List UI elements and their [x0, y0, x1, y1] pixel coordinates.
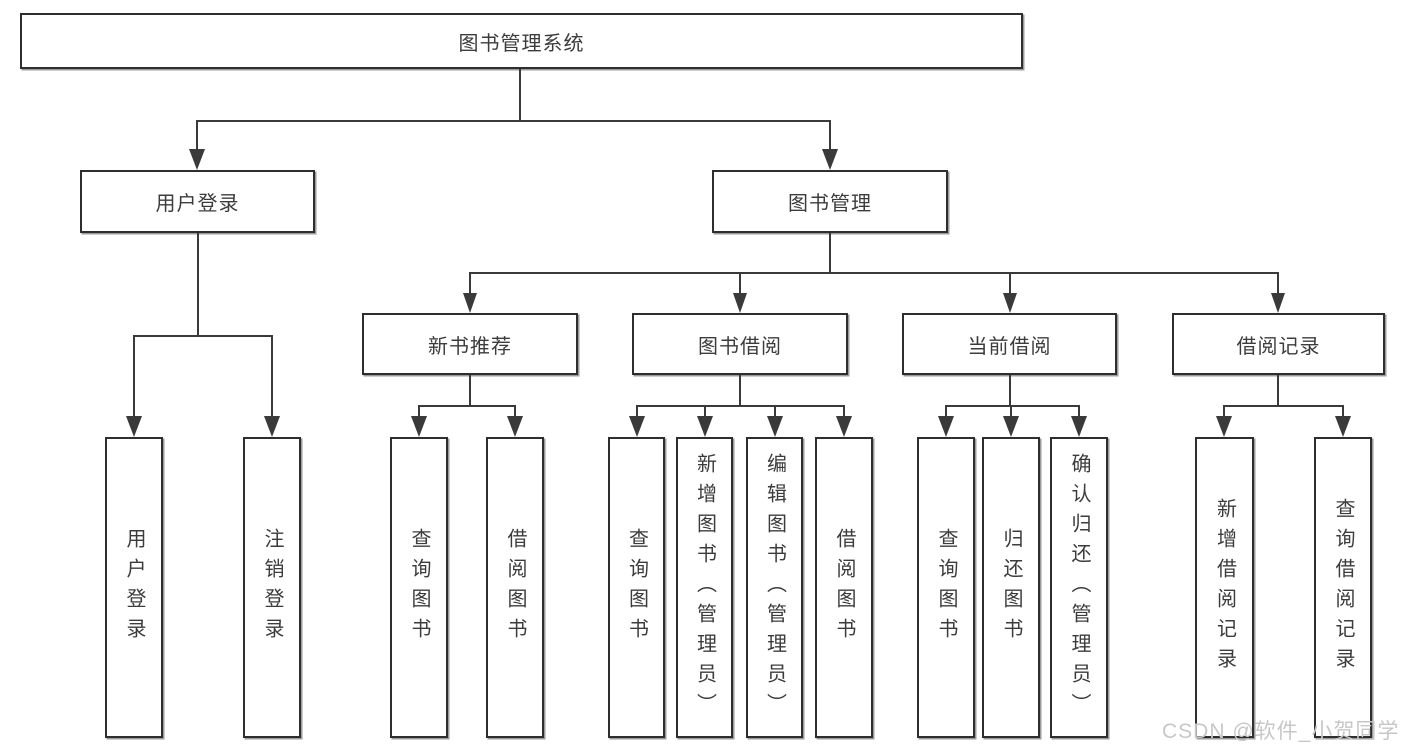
- connector-line: [418, 405, 420, 418]
- connector-line: [704, 405, 706, 418]
- node-current-borrow: 当前借阅: [902, 313, 1117, 375]
- connector-line: [945, 405, 947, 418]
- node-root: 图书管理系统: [20, 13, 1023, 69]
- connector-line: [1078, 405, 1080, 418]
- leaf-borrow-query-book-label: 查询图书: [625, 527, 648, 648]
- connector-line: [196, 120, 198, 151]
- connector-line: [1223, 405, 1344, 407]
- node-borrow-record-label: 借阅记录: [1236, 335, 1321, 358]
- node-user-login: 用户登录: [80, 170, 315, 233]
- connector-line: [469, 375, 471, 407]
- node-book-management: 图书管理: [712, 170, 948, 233]
- leaf-borrow-borrow-book-label: 借阅图书: [833, 527, 855, 648]
- node-book-borrow-label: 图书借阅: [698, 335, 782, 358]
- connector-line: [1277, 272, 1279, 296]
- arrow-down-icon: [264, 416, 280, 437]
- connector-line: [469, 272, 1279, 274]
- leaf-newbook-borrow-book: 借阅图书: [486, 437, 544, 738]
- leaf-newbook-borrow-book-label: 借阅图书: [504, 527, 526, 648]
- connector-line: [829, 120, 831, 151]
- connector-line: [739, 375, 741, 407]
- leaf-query-borrow-record: 查询借阅记录: [1314, 437, 1372, 738]
- connector-line: [133, 335, 135, 417]
- node-borrow-record: 借阅记录: [1172, 313, 1385, 375]
- connector-line: [829, 233, 831, 274]
- connector-line: [843, 405, 845, 418]
- leaf-borrow-borrow-book: 借阅图书: [815, 437, 873, 738]
- connector-line: [636, 405, 638, 418]
- connector-line: [514, 405, 516, 418]
- arrow-down-icon: [629, 416, 645, 437]
- connector-line: [1223, 405, 1225, 418]
- connector-line: [418, 405, 516, 407]
- connector-line: [197, 120, 831, 122]
- connector-line: [1009, 375, 1011, 407]
- arrow-down-icon: [697, 416, 713, 437]
- connector-line: [519, 69, 521, 120]
- arrow-down-icon: [463, 293, 477, 313]
- node-book-borrow: 图书借阅: [632, 313, 848, 375]
- leaf-edit-book-admin: 编辑图书（管理员）: [746, 437, 803, 738]
- leaf-return-book-label: 归还图书: [1000, 527, 1022, 648]
- leaf-edit-book-admin-label: 编辑图书（管理员）: [763, 452, 786, 723]
- arrow-down-icon: [938, 416, 954, 437]
- leaf-newbook-query-book: 查询图书: [390, 437, 448, 738]
- connector-line: [1277, 375, 1279, 407]
- arrow-down-icon: [822, 149, 838, 170]
- connector-line: [197, 233, 199, 335]
- connector-line: [469, 272, 471, 296]
- arrow-down-icon: [1271, 293, 1285, 313]
- arrow-down-icon: [836, 416, 852, 437]
- node-new-book-recommend-label: 新书推荐: [428, 335, 512, 358]
- arrow-down-icon: [1003, 416, 1019, 437]
- leaf-current-query-book: 查询图书: [917, 437, 975, 738]
- leaf-add-book-admin: 新增图书（管理员）: [676, 437, 733, 738]
- leaf-current-query-book-label: 查询图书: [935, 527, 957, 648]
- leaf-borrow-query-book: 查询图书: [608, 437, 665, 738]
- connector-line: [1342, 405, 1344, 418]
- arrow-down-icon: [411, 416, 427, 437]
- node-current-borrow-label: 当前借阅: [967, 335, 1052, 358]
- arrow-down-icon: [1216, 416, 1232, 437]
- connector-line: [774, 405, 776, 418]
- leaf-logout-label: 注销登录: [261, 527, 283, 648]
- connector-line: [636, 405, 845, 407]
- leaf-logout: 注销登录: [243, 437, 301, 738]
- node-new-book-recommend: 新书推荐: [362, 313, 578, 375]
- node-user-login-label: 用户登录: [155, 193, 240, 215]
- node-book-management-label: 图书管理: [788, 193, 872, 215]
- leaf-query-borrow-record-label: 查询借阅记录: [1332, 497, 1354, 678]
- leaf-add-book-admin-label: 新增图书（管理员）: [693, 452, 716, 723]
- leaf-newbook-query-book-label: 查询图书: [408, 527, 430, 648]
- csdn-watermark: CSDN @软件_小贺同学: [1162, 720, 1400, 743]
- arrow-down-icon: [189, 149, 205, 170]
- leaf-user-login-label: 用户登录: [123, 527, 145, 648]
- leaf-confirm-return-admin-label: 确认归还（管理员）: [1068, 452, 1090, 723]
- connector-line: [945, 405, 1080, 407]
- arrow-down-icon: [767, 416, 783, 437]
- connector-line: [1009, 272, 1011, 296]
- arrow-down-icon: [1335, 416, 1351, 437]
- node-root-label: 图书管理系统: [458, 32, 585, 55]
- leaf-user-login: 用户登录: [105, 437, 163, 738]
- leaf-return-book: 归还图书: [982, 437, 1040, 738]
- arrow-down-icon: [1003, 293, 1017, 313]
- leaf-add-borrow-record-label: 新增借阅记录: [1213, 497, 1236, 678]
- arrow-down-icon: [733, 293, 747, 313]
- connector-line: [133, 335, 273, 337]
- connector-line: [1010, 405, 1012, 418]
- connector-line: [739, 272, 741, 296]
- connector-line: [271, 335, 273, 417]
- arrow-down-icon: [507, 416, 523, 437]
- arrow-down-icon: [126, 416, 142, 437]
- arrow-down-icon: [1071, 416, 1087, 437]
- leaf-add-borrow-record: 新增借阅记录: [1195, 437, 1254, 738]
- leaf-confirm-return-admin: 确认归还（管理员）: [1050, 437, 1108, 738]
